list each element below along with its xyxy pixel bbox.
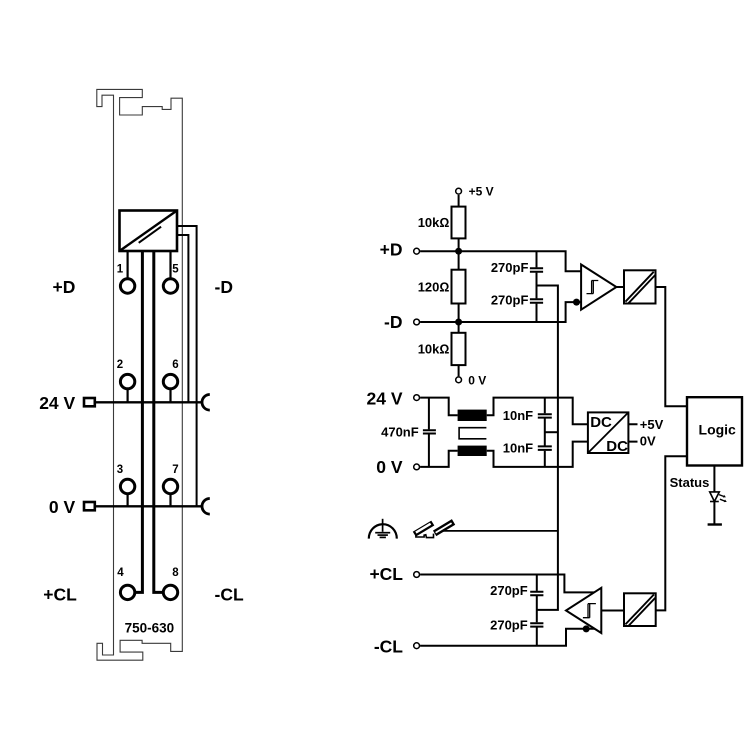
svg-text:120Ω: 120Ω xyxy=(418,279,450,294)
svg-text:Status: Status xyxy=(670,475,710,490)
svg-text:10kΩ: 10kΩ xyxy=(418,342,450,357)
svg-text:0 V: 0 V xyxy=(468,373,486,387)
svg-text:+5 V: +5 V xyxy=(469,185,494,199)
svg-text:Logic: Logic xyxy=(699,421,737,437)
svg-text:10nF: 10nF xyxy=(503,408,533,423)
svg-text:470nF: 470nF xyxy=(381,425,419,440)
svg-text:8: 8 xyxy=(172,567,179,579)
svg-text:270pF: 270pF xyxy=(491,260,529,275)
svg-text:+CL: +CL xyxy=(369,564,403,584)
svg-text:DC: DC xyxy=(606,438,628,455)
svg-text:270pF: 270pF xyxy=(491,292,529,307)
svg-text:0 V: 0 V xyxy=(49,497,76,517)
svg-text:24 V: 24 V xyxy=(367,389,403,409)
svg-text:2: 2 xyxy=(117,359,123,371)
svg-text:+D: +D xyxy=(380,240,403,260)
svg-text:270pF: 270pF xyxy=(490,617,528,632)
svg-text:7: 7 xyxy=(172,464,178,476)
svg-text:-CL: -CL xyxy=(374,637,403,657)
svg-text:6: 6 xyxy=(172,359,178,371)
svg-text:0V: 0V xyxy=(640,434,656,449)
svg-text:1: 1 xyxy=(117,263,124,275)
svg-text:270pF: 270pF xyxy=(490,583,528,598)
svg-text:+5V: +5V xyxy=(640,417,664,432)
svg-text:750-630: 750-630 xyxy=(125,620,175,635)
svg-text:4: 4 xyxy=(117,567,124,579)
svg-text:+CL: +CL xyxy=(43,584,77,604)
svg-text:-CL: -CL xyxy=(215,584,244,604)
svg-text:10nF: 10nF xyxy=(503,441,533,456)
svg-text:5: 5 xyxy=(172,263,179,275)
svg-text:0 V: 0 V xyxy=(376,457,403,477)
svg-text:3: 3 xyxy=(117,464,123,476)
svg-text:10kΩ: 10kΩ xyxy=(418,215,450,230)
svg-text:-D: -D xyxy=(384,312,402,332)
svg-text:-D: -D xyxy=(215,277,233,297)
svg-text:+D: +D xyxy=(53,277,76,297)
svg-text:DC: DC xyxy=(590,414,612,431)
svg-text:24 V: 24 V xyxy=(39,393,75,413)
